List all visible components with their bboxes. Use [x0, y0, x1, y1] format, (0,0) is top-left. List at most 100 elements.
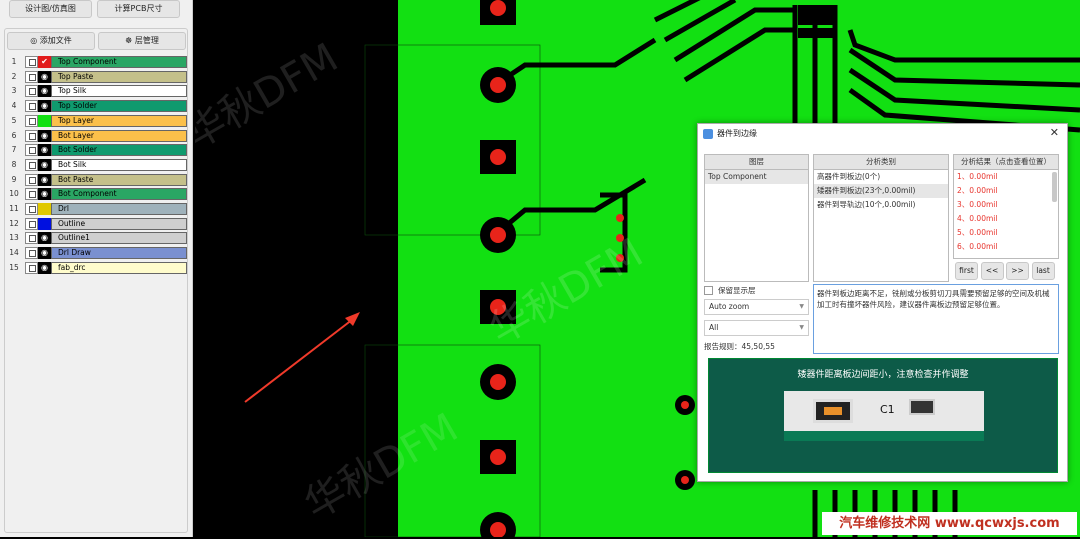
chevron-down-icon: ▼: [799, 303, 804, 310]
visibility-icon[interactable]: ◉: [38, 232, 51, 245]
visibility-icon[interactable]: ◉: [38, 261, 51, 274]
visibility-icon[interactable]: ◉: [38, 158, 51, 171]
layer-number: 5: [11, 115, 17, 125]
nav-last-button[interactable]: last: [1031, 262, 1055, 280]
layer-checkbox[interactable]: [25, 217, 38, 230]
nav-prev-button[interactable]: <<: [980, 262, 1004, 280]
result-item[interactable]: 3、0.00mil: [957, 200, 998, 209]
chevron-down-icon: ▼: [799, 324, 804, 331]
result-item[interactable]: 1、0.00mil: [957, 172, 998, 181]
visibility-icon[interactable]: ◉: [38, 173, 51, 186]
layer-checkbox[interactable]: [25, 129, 38, 142]
type-list: 高器件到板边(0个) 矮器件到板边(23个,0.00mil) 器件到导轨边(10…: [813, 169, 949, 282]
layer-checkbox[interactable]: [25, 85, 38, 98]
visibility-icon[interactable]: ◉: [38, 70, 51, 83]
layer-name: fab_drc: [51, 261, 187, 274]
layer-row[interactable]: 8 ◉ Bot Silk: [5, 158, 189, 172]
result-item[interactable]: 4、0.00mil: [957, 214, 998, 223]
nav-next-button[interactable]: >>: [1006, 262, 1029, 280]
layer-number: 14: [9, 248, 19, 258]
layer-row[interactable]: 13 ◉ Outline1: [5, 231, 189, 245]
color-swatch[interactable]: [38, 114, 51, 127]
report-rule: 报告规则：45,50,55: [704, 342, 775, 351]
dialog-title: 器件到边缘: [717, 129, 757, 138]
layer-row[interactable]: 5 Top Layer: [5, 114, 189, 128]
layer-checkbox[interactable]: [25, 173, 38, 186]
color-swatch[interactable]: [38, 217, 51, 230]
scrollbar-thumb[interactable]: [1052, 172, 1057, 202]
zoom-select[interactable]: Auto zoom ▼: [704, 299, 809, 315]
layer-checkbox[interactable]: [25, 114, 38, 127]
zoom-select-value: Auto zoom: [709, 302, 750, 311]
layer-checkbox[interactable]: [25, 261, 38, 274]
layer-row[interactable]: 3 ◉ Top Silk: [5, 84, 189, 98]
result-item[interactable]: 2、0.00mil: [957, 186, 998, 195]
layer-checkbox[interactable]: [25, 100, 38, 113]
result-item[interactable]: 5、0.00mil: [957, 228, 998, 237]
layer-row[interactable]: 14 ◉ Drl Draw: [5, 246, 189, 260]
layer-row[interactable]: 12 Outline: [5, 217, 189, 231]
layer-list: Top Component: [704, 169, 809, 282]
layer-row[interactable]: 11 Drl: [5, 202, 189, 216]
layer-number: 6: [11, 130, 17, 140]
layer-name: Outline1: [51, 232, 187, 245]
layer-checkbox[interactable]: [25, 232, 38, 245]
layer-checkbox[interactable]: [25, 70, 38, 83]
layer-checkbox[interactable]: [25, 203, 38, 215]
keep-layer-checkbox[interactable]: [704, 286, 713, 295]
layer-number: 13: [9, 233, 19, 243]
layer-row[interactable]: 2 ◉ Top Paste: [5, 70, 189, 84]
image-caption: 矮器件距离板边间距小，注意检查并作调整: [797, 370, 969, 380]
color-swatch[interactable]: [38, 203, 51, 215]
layer-checkbox[interactable]: [25, 144, 38, 157]
layer-number: 7: [11, 145, 17, 155]
design-sim-button[interactable]: 设计图/仿真图: [9, 0, 92, 18]
layer-row[interactable]: 9 ◉ Bot Paste: [5, 173, 189, 187]
layer-item[interactable]: Top Component: [705, 170, 808, 184]
layer-number: 8: [11, 159, 17, 169]
layer-checkbox[interactable]: [25, 158, 38, 171]
layer-row[interactable]: 1 ✔ Top Component: [5, 55, 189, 69]
result-column-header: 分析结果（点击查看位置）: [953, 154, 1059, 170]
type-item[interactable]: 器件到导轨边(10个,0.00mil): [817, 200, 916, 209]
type-item[interactable]: 高器件到板边(0个): [817, 172, 881, 181]
layer-row[interactable]: 10 ◉ Bot Component: [5, 187, 189, 201]
visibility-icon[interactable]: ◉: [38, 188, 51, 201]
layer-management-button[interactable]: ☸ 层管理: [98, 32, 186, 50]
visibility-icon[interactable]: ◉: [38, 100, 51, 113]
visibility-icon[interactable]: ✔: [38, 56, 51, 68]
layer-number: 9: [11, 174, 17, 184]
result-list: 1、0.00mil 2、0.00mil 3、0.00mil 4、0.00mil 5、0.…: [953, 169, 1059, 259]
layer-number: 11: [9, 204, 19, 213]
layer-checkbox[interactable]: [25, 247, 38, 260]
visibility-icon[interactable]: ◉: [38, 247, 51, 260]
type-item[interactable]: 矮器件到板边(23个,0.00mil): [814, 184, 948, 198]
nav-first-button[interactable]: first: [955, 262, 978, 280]
filter-select[interactable]: All▼: [704, 320, 809, 336]
description-textarea[interactable]: 器件到板边距离不足，铣削或分板剪切刀具需要预留足够的空间及机械加工时有撞坏器件风…: [813, 284, 1059, 354]
visibility-icon[interactable]: ◉: [38, 129, 51, 142]
image-label: C1: [880, 403, 895, 416]
layer-number: 15: [9, 262, 19, 272]
visibility-icon[interactable]: ◉: [38, 144, 51, 157]
close-icon[interactable]: ✕: [1049, 126, 1059, 139]
layer-row[interactable]: 6 ◉ Bot Layer: [5, 129, 189, 143]
layer-row[interactable]: 4 ◉ Top Solder: [5, 99, 189, 113]
layer-row[interactable]: 7 ◉ Bot Solder: [5, 143, 189, 157]
layer-number: 3: [11, 86, 17, 96]
left-panel: 设计图/仿真图 计算PCB尺寸 ◎ 添加文件 ☸ 层管理 1 ✔ Top Com…: [0, 0, 193, 537]
layer-row[interactable]: 15 ◉ fab_drc: [5, 261, 189, 275]
calc-pcb-size-button[interactable]: 计算PCB尺寸: [97, 0, 180, 18]
layer-name: Top Paste: [51, 70, 187, 83]
layer-name: Outline: [51, 217, 187, 230]
layer-name: Drl Draw: [51, 247, 187, 260]
result-item[interactable]: 6、0.00mil: [957, 242, 998, 251]
layer-checkbox[interactable]: [25, 188, 38, 201]
visibility-icon[interactable]: ◉: [38, 85, 51, 98]
layer-number: 1: [11, 57, 17, 66]
layer-checkbox[interactable]: [25, 56, 38, 68]
layer-name: Bot Layer: [51, 129, 187, 142]
add-file-button[interactable]: ◎ 添加文件: [7, 32, 95, 50]
layer-name: Bot Silk: [51, 158, 187, 171]
